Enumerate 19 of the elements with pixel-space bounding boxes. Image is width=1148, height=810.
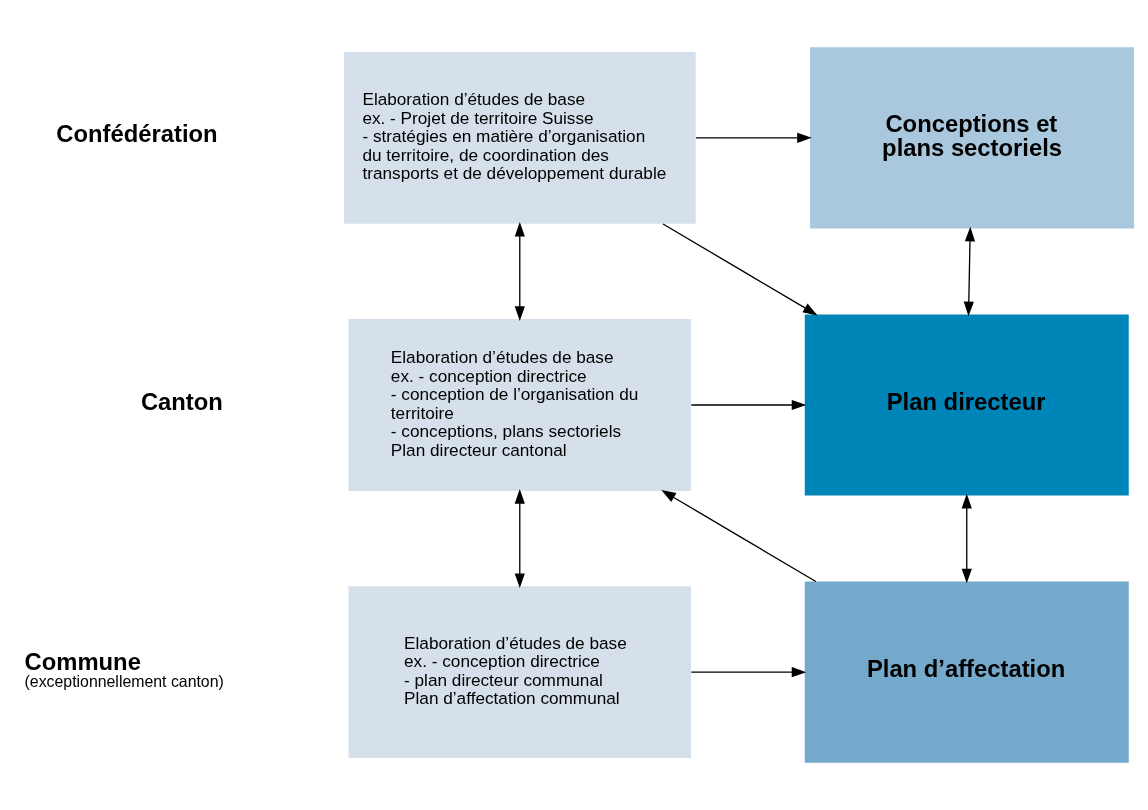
arrow [695, 132, 812, 143]
node-box: Elaboration d’études de base ex. - conception directrice - plan directeur communal Plan d’affectation communal [348, 586, 692, 759]
label: Confédération [56, 120, 218, 148]
arrow [690, 667, 807, 678]
arrow [514, 489, 525, 589]
node-box: Plan d’affectation [804, 581, 1129, 763]
arrow [662, 223, 818, 316]
node-box: Conceptions et plans sectoriels [810, 47, 1135, 229]
arrow [961, 493, 972, 584]
node-box: Elaboration d’études de base ex. - Projet de territoire Suisse - stratégies en matière d’organisation du territoire, de coordination des transports et de développement durable [343, 51, 696, 224]
arrow [514, 222, 525, 321]
label: (exceptionnellement canton) [24, 673, 224, 691]
label: Canton [140, 387, 223, 415]
arrow [690, 399, 807, 411]
arrow [661, 490, 817, 583]
node-box: Elaboration d’études de base ex. - conception directrice - conception de l’organisation du territoire - conceptions, plans sectoriels Plan directeur cantonal [348, 319, 692, 491]
arrow [963, 226, 976, 317]
node-box: Plan directeur [804, 314, 1129, 496]
label: Commune [24, 648, 141, 676]
